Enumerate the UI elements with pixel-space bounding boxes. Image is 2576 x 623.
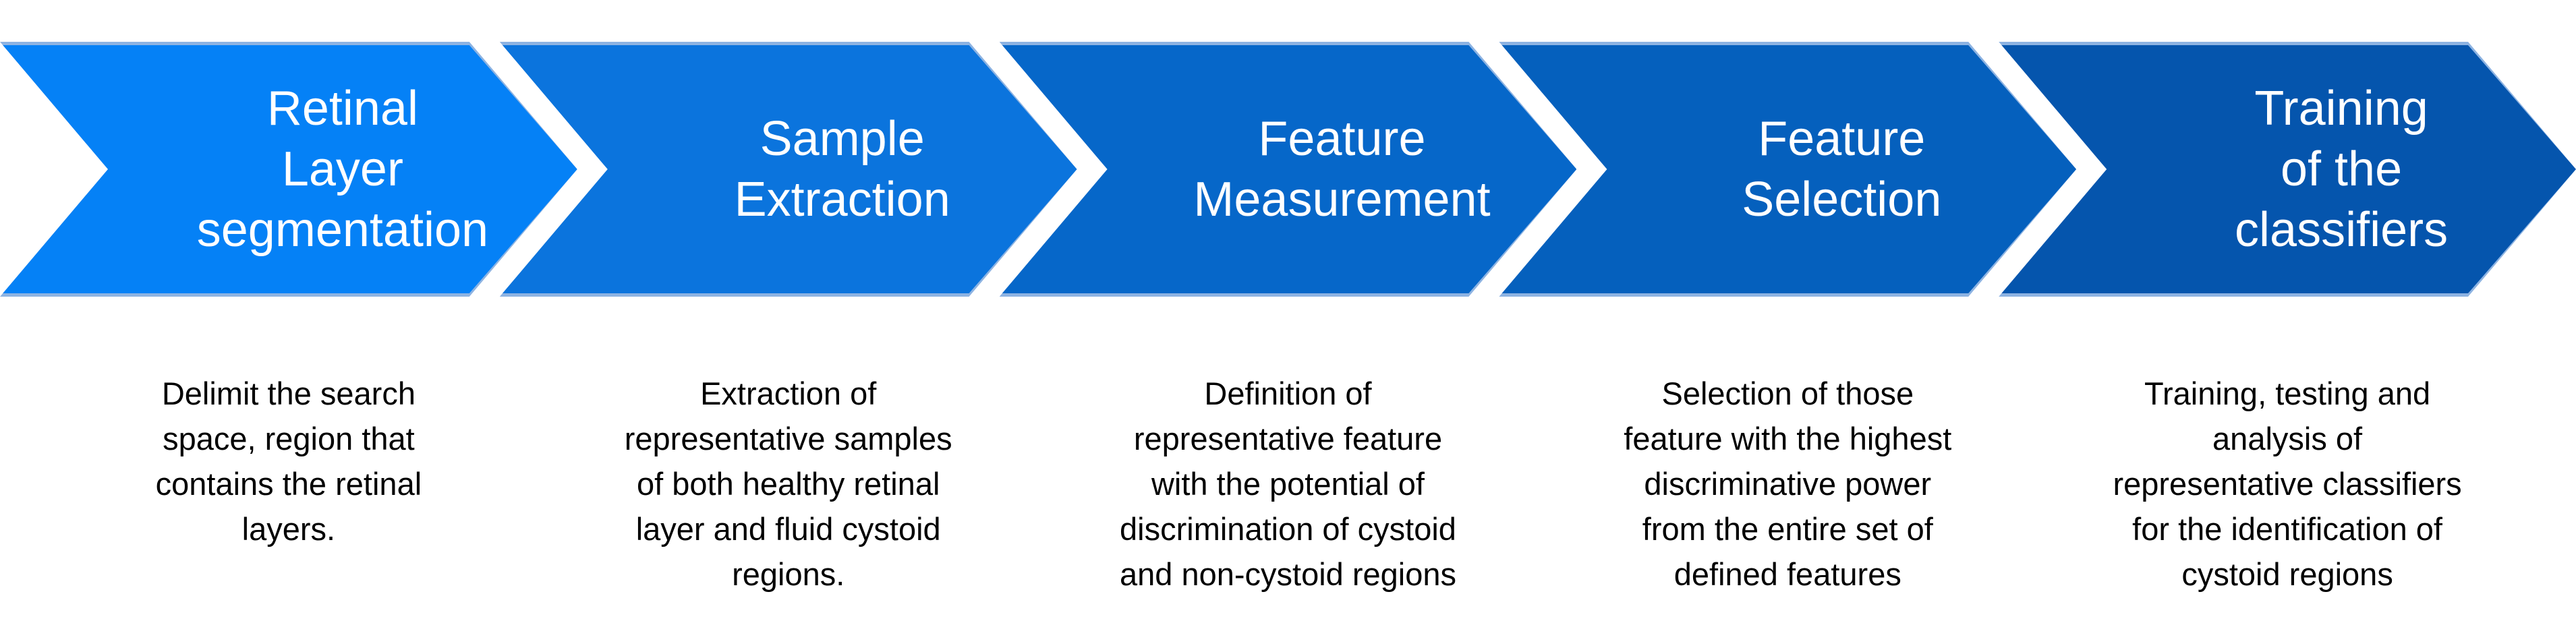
- title-line: Measurement: [1193, 173, 1491, 227]
- description-line: from the entire set of: [1642, 511, 1933, 547]
- title-line: of the: [2281, 142, 2403, 196]
- description-line: discrimination of cystoid: [1120, 511, 1456, 547]
- description-line: Training, testing and: [2144, 376, 2431, 411]
- description-line: Delimit the search: [161, 376, 416, 411]
- description-line: discriminative power: [1644, 466, 1932, 502]
- title-line: Sample: [760, 112, 925, 166]
- step-description: Delimit the search space, region that cont…: [0, 371, 577, 597]
- description-line: space, region that: [163, 421, 415, 456]
- description-line: representative feature: [1133, 421, 1443, 456]
- process-step-chevron: Training of the classifiers: [1999, 42, 2576, 297]
- description-line: defined features: [1673, 556, 1901, 592]
- description-line: regions.: [732, 556, 845, 592]
- step-chevron-body: Training of the classifiers: [1999, 45, 2576, 293]
- description-row: Delimit the search space, region that cont…: [0, 371, 2576, 597]
- step-description: Training, testing and analysis of represen…: [1999, 371, 2576, 597]
- step-title: Training of the classifiers: [2235, 78, 2448, 260]
- description-line: representative samples: [624, 421, 952, 456]
- description-line: contains the retinal: [155, 466, 422, 502]
- step-description: Definition of representative feature with …: [1000, 371, 1577, 597]
- description-line: with the potential of: [1151, 466, 1425, 502]
- description-line: Definition of: [1204, 376, 1372, 411]
- title-line: Feature: [1758, 112, 1926, 166]
- description-line: analysis of: [2212, 421, 2363, 456]
- title-line: Selection: [1742, 173, 1942, 227]
- description-line: representative classifiers: [2113, 466, 2462, 502]
- title-line: Training: [2254, 82, 2428, 136]
- step-description: Selection of those feature with the highe…: [1499, 371, 2076, 597]
- description-line: cystoid regions: [2181, 556, 2393, 592]
- description-line: for the identification of: [2132, 511, 2442, 547]
- description-line: layers.: [241, 511, 336, 547]
- title-line: Feature: [1258, 112, 1426, 166]
- title-line: classifiers: [2235, 203, 2449, 257]
- description-line: and non-cystoid regions: [1119, 556, 1456, 592]
- title-line: segmentation: [196, 203, 489, 257]
- description-line: Extraction of: [700, 376, 877, 411]
- title-line: Extraction: [734, 173, 950, 227]
- description-line: feature with the highest: [1624, 421, 1952, 456]
- title-line: Retinal: [266, 82, 418, 136]
- step-description: Extraction of representative samples of bo…: [500, 371, 1077, 597]
- title-line: Layer: [281, 142, 403, 196]
- description-line: of both healthy retinal: [636, 466, 940, 502]
- description-line: layer and fluid cystoid: [635, 511, 941, 547]
- description-line: Selection of those: [1661, 376, 1914, 411]
